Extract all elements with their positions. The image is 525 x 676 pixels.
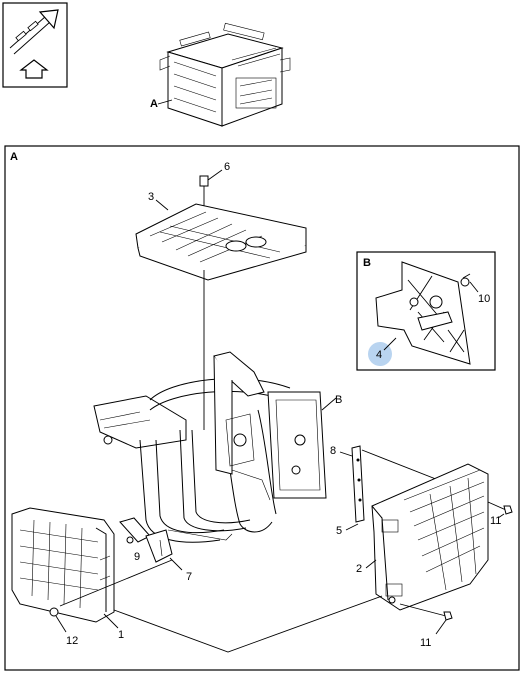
tray-3: 3 xyxy=(135,191,307,281)
callout-1: 1 xyxy=(118,629,124,641)
callout-6: 6 xyxy=(224,161,230,173)
bracket-8: 8 5 xyxy=(330,445,365,537)
callout-B: B xyxy=(335,394,342,406)
bracket-9: 9 xyxy=(119,517,151,563)
frame-assembly: B xyxy=(93,351,342,543)
up-arrow-icon xyxy=(19,59,49,79)
callout-8: 8 xyxy=(330,445,336,457)
callout-10: 10 xyxy=(478,293,490,305)
forward-arrow-icon xyxy=(9,9,59,55)
callout-3: 3 xyxy=(148,191,154,203)
tray-1: 1 xyxy=(11,507,124,641)
overview-view-label: A xyxy=(150,98,158,110)
bolt-12: 12 xyxy=(49,607,78,647)
bolt-11-upper: 11 xyxy=(487,501,513,527)
callout-11-lower: 11 xyxy=(420,637,431,649)
callout-5: 5 xyxy=(336,525,342,537)
tray-2: 2 xyxy=(356,463,489,611)
callout-12: 12 xyxy=(66,635,78,647)
callout-4: 4 xyxy=(376,349,382,361)
bolt-11-lower: 11 xyxy=(399,603,453,649)
callout-9: 9 xyxy=(134,551,140,563)
detail-view-label: B xyxy=(363,257,371,269)
bracket-7: 7 xyxy=(145,529,192,583)
bolt-6: 6 xyxy=(199,161,230,212)
orientation-icon-box xyxy=(2,2,68,88)
callout-11-upper: 11 xyxy=(490,515,501,527)
overview-assembly: A xyxy=(150,22,291,127)
callout-2: 2 xyxy=(356,563,362,575)
main-view-frame xyxy=(4,145,520,671)
detail-view-b: B 10 4 xyxy=(356,251,496,371)
callout-7: 7 xyxy=(186,571,192,583)
main-view-label: A xyxy=(10,151,18,163)
